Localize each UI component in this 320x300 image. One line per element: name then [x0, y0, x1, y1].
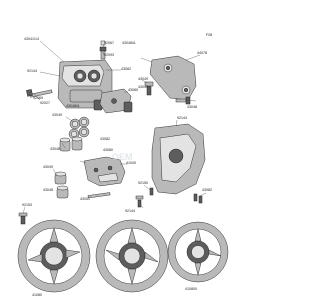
brake-pad-lower: [83, 156, 126, 187]
pad-pin-lower: [87, 192, 111, 199]
brake-disc-right: [167, 221, 229, 283]
part-label: 41040: [126, 161, 136, 165]
watermark: OEM: [112, 152, 133, 162]
brake-disc-center: [95, 219, 169, 293]
part-label: 92150: [138, 181, 148, 185]
brake-caliper-exploded-diagram: F08: [17, 33, 229, 297]
brake-disc-left: [17, 219, 91, 293]
part-label: 43051: [80, 197, 90, 201]
part-label: 43082: [121, 67, 131, 71]
part-label: 92153: [22, 203, 32, 207]
part-label: 43048: [187, 105, 197, 109]
part-label: 44078: [197, 51, 207, 55]
pad-spring: [123, 101, 133, 113]
caliper-bracket: [149, 55, 197, 101]
piston-seal-set-upper: [68, 116, 90, 140]
disc-guard: [151, 123, 206, 195]
piston-set-upper: [59, 136, 83, 152]
brake-pad-upper: [99, 88, 132, 114]
part-label: 41080: [32, 293, 42, 297]
disc-bolt: [18, 212, 28, 225]
leader-lines: [22, 40, 207, 214]
part-label: 43048/A: [122, 41, 136, 45]
part-label: 43049: [52, 113, 62, 117]
part-label: 43048: [43, 188, 53, 192]
bracket-pin: [144, 81, 154, 96]
disc-guard-bolts: [135, 187, 203, 208]
part-labels: 43041/14 92144 92069 92027 43048/A 92067…: [22, 37, 212, 297]
part-label: 92144: [27, 69, 37, 73]
part-label: 43049: [43, 165, 53, 169]
bleeder-valve: [99, 40, 107, 60]
part-label: 410800: [185, 287, 197, 291]
part-label: 43082: [100, 137, 110, 141]
part-label: 43048: [50, 147, 60, 151]
part-label: 92144: [125, 209, 135, 213]
part-label: 43080: [103, 148, 113, 152]
part-label: 43049: [138, 77, 148, 81]
part-label: 43082: [202, 188, 212, 192]
part-label: 92027: [40, 101, 50, 105]
caliper-body: [57, 59, 113, 111]
part-label: 43041/14: [24, 37, 39, 41]
part-label: 92144: [177, 116, 187, 120]
piston-set-lower: [54, 171, 69, 199]
diagram-code: F08: [206, 33, 212, 37]
part-label: 92067: [104, 41, 114, 45]
part-label: 92093: [104, 53, 114, 57]
part-label: 43048/A: [66, 104, 80, 108]
part-label: 92069: [33, 96, 43, 100]
part-label: 43080: [128, 88, 138, 92]
part-label: 43049: [138, 85, 148, 89]
